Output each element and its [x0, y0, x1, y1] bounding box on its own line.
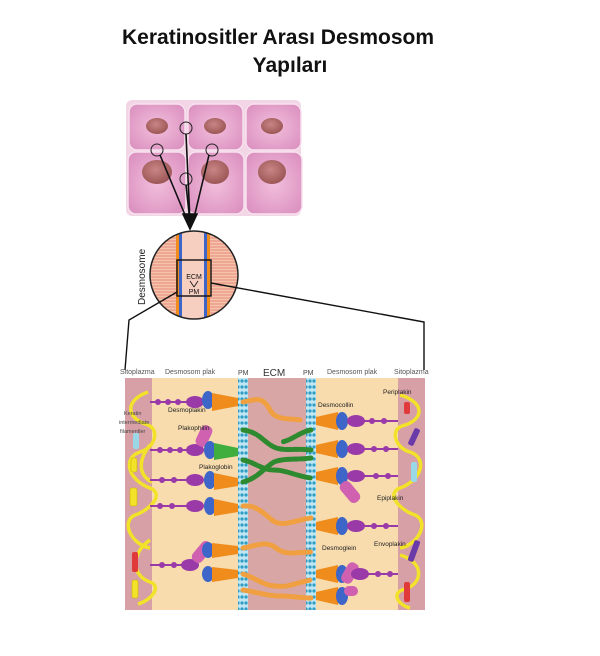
header-left-cytoplasm: Sitoplazma [120, 369, 155, 376]
label-periplakin: Periplakin [383, 389, 412, 396]
title-line-2: Yapıları [252, 54, 328, 77]
label-envoplakin: Envoplakin [374, 541, 406, 548]
desmosome-detail-panel: Sitoplazma Desmosom plak PM ECM PM Desmo… [119, 368, 429, 610]
cadherin-extracellular-domains [240, 397, 314, 601]
header-right-cytoplasm: Sitoplazma [394, 369, 429, 376]
plaque-complex [316, 440, 398, 458]
plaque-complex [316, 517, 398, 535]
protein-labels: Keratin intermediate filamentler Desmopl… [119, 389, 412, 552]
keratinocyte-cell [245, 103, 302, 151]
label-keratin-line1: Keratin [124, 411, 141, 417]
plaque-complex [150, 425, 238, 460]
keratin-filaments-right [392, 393, 424, 610]
label-desmoglein: Desmoglein [322, 545, 357, 552]
left-plaque-complexes [150, 391, 238, 582]
right-plasma-membrane [306, 378, 316, 610]
zoom-pm-label: PM [189, 289, 200, 296]
plaque-complex [150, 497, 238, 516]
left-plasma-membrane [238, 378, 248, 610]
keratinocyte-cell [245, 151, 303, 215]
right-cytoplasm-band [398, 378, 425, 610]
zoom-ecm-label: ECM [186, 274, 202, 281]
keratinocyte-cell [187, 103, 244, 151]
header-right-plaque: Desmosom plak [327, 369, 378, 376]
keratinocyte-cell [127, 151, 187, 215]
projection-lines [124, 282, 425, 371]
desmosome-zoom-circle: ECM PM Desmosome [137, 230, 239, 320]
label-desmoplakin: Desmoplakin [168, 407, 206, 414]
left-cytoskeleton-markers [129, 433, 139, 599]
desmosome-side-label: Desmosome [137, 248, 148, 305]
title-line-1: Keratinositler Arası Desmosom [122, 26, 434, 49]
plaque-complex [150, 540, 238, 582]
keratinocyte-cell [187, 151, 245, 215]
plaque-complex [150, 391, 238, 411]
plaque-complex [316, 412, 398, 430]
detail-header: Sitoplazma Desmosom plak PM ECM PM Desmo… [120, 368, 429, 379]
label-keratin-line3: filamentler [120, 429, 146, 435]
header-ecm: ECM [263, 368, 285, 379]
header-left-plaque: Desmosom plak [165, 369, 216, 376]
label-keratin-line2: intermediate [119, 420, 149, 426]
plaque-complex [150, 471, 238, 490]
plaque-complex [316, 586, 358, 605]
plaque-complex [316, 562, 398, 584]
header-pm-right: PM [303, 370, 314, 377]
pointer-arrows [159, 133, 210, 231]
label-epiplakin: Epiplakin [377, 495, 404, 502]
right-plaque-complexes [316, 412, 398, 605]
label-plakoglobin: Plakoglobin [199, 464, 233, 471]
label-plakophilin: Plakophilin [178, 425, 210, 432]
ecm-band [248, 378, 306, 610]
plaque-complex [316, 467, 398, 504]
keratinocyte-sheet [126, 100, 303, 216]
keratinocyte-cell [128, 103, 186, 151]
right-cytoskeleton-markers [404, 402, 421, 602]
keratin-filaments-left [126, 390, 158, 606]
label-desmocollin: Desmocollin [318, 402, 354, 409]
header-pm-left: PM [238, 370, 249, 377]
